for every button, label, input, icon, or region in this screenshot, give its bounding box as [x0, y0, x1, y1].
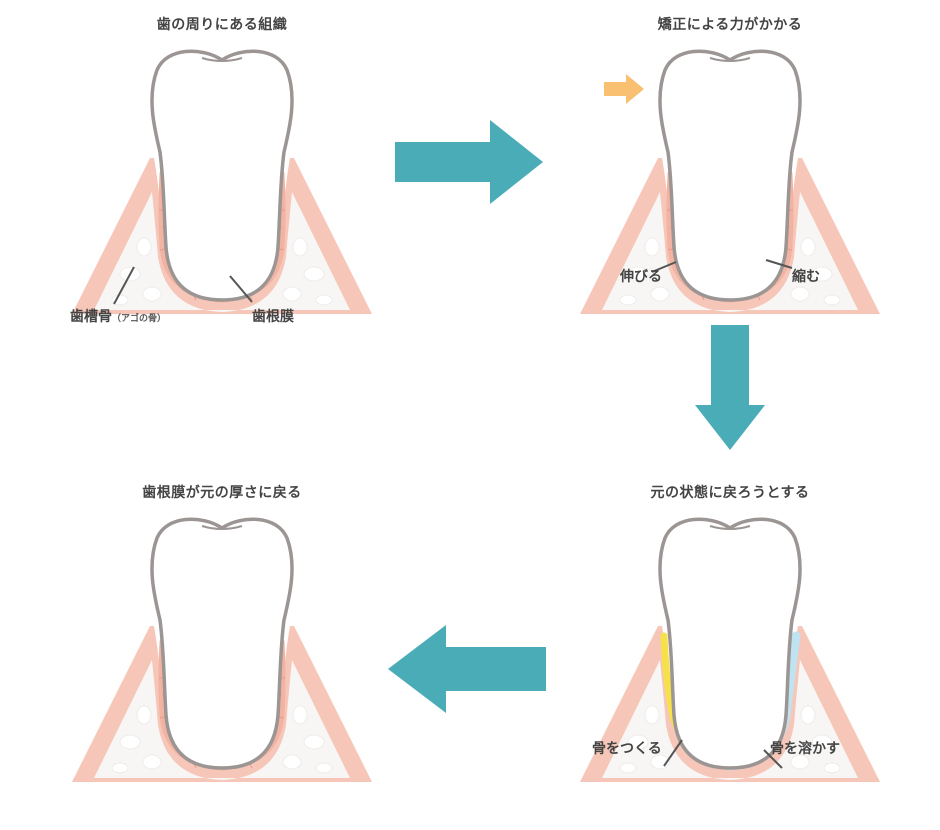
label-shrink: 縮む	[792, 269, 820, 285]
tooth-diagram-3	[579, 517, 881, 783]
panel-returning: 元の状態に戻ろうとする 骨をつくる 骨を溶かす	[570, 478, 890, 818]
label-dissolve-bone: 骨を溶かす	[770, 741, 840, 757]
leader-line-build	[663, 739, 683, 767]
label-alveolar-bone: 歯槽骨（アゴの骨）	[70, 309, 167, 325]
down-arrow-icon	[695, 325, 765, 450]
label-alveolar-note: （アゴの骨）	[112, 314, 167, 324]
label-ligament: 歯根膜	[252, 309, 294, 325]
leader-line-stretch	[651, 261, 677, 273]
leader-line-bone	[113, 266, 135, 305]
label-stretch: 伸びる	[620, 269, 662, 285]
panel-restored: 歯根膜が元の厚さに戻る	[62, 478, 382, 818]
right-arrow-icon	[395, 120, 543, 204]
panel-2-title: 矯正による力がかかる	[657, 17, 803, 33]
leader-line-dissolve	[763, 749, 783, 769]
left-arrow-icon	[388, 625, 546, 713]
tooth-diagram-1	[71, 49, 373, 315]
force-arrow-icon	[604, 74, 644, 104]
leader-line-ligament	[229, 275, 253, 303]
leader-line-shrink	[765, 259, 793, 269]
panel-4-title: 歯根膜が元の厚さに戻る	[142, 485, 302, 501]
label-build-bone: 骨をつくる	[592, 741, 662, 757]
panel-orthodontic-force: 矯正による力がかかる 伸びる 縮む	[570, 10, 890, 350]
tooth-diagram-2	[579, 49, 881, 315]
panel-surrounding-tissue: 歯の周りにある組織 歯槽骨（アゴの骨） 歯根膜	[62, 10, 382, 350]
tooth-diagram-4	[71, 517, 373, 783]
panel-1-title: 歯の周りにある組織	[156, 17, 288, 33]
panel-3-title: 元の状態に戻ろうとする	[650, 485, 810, 501]
